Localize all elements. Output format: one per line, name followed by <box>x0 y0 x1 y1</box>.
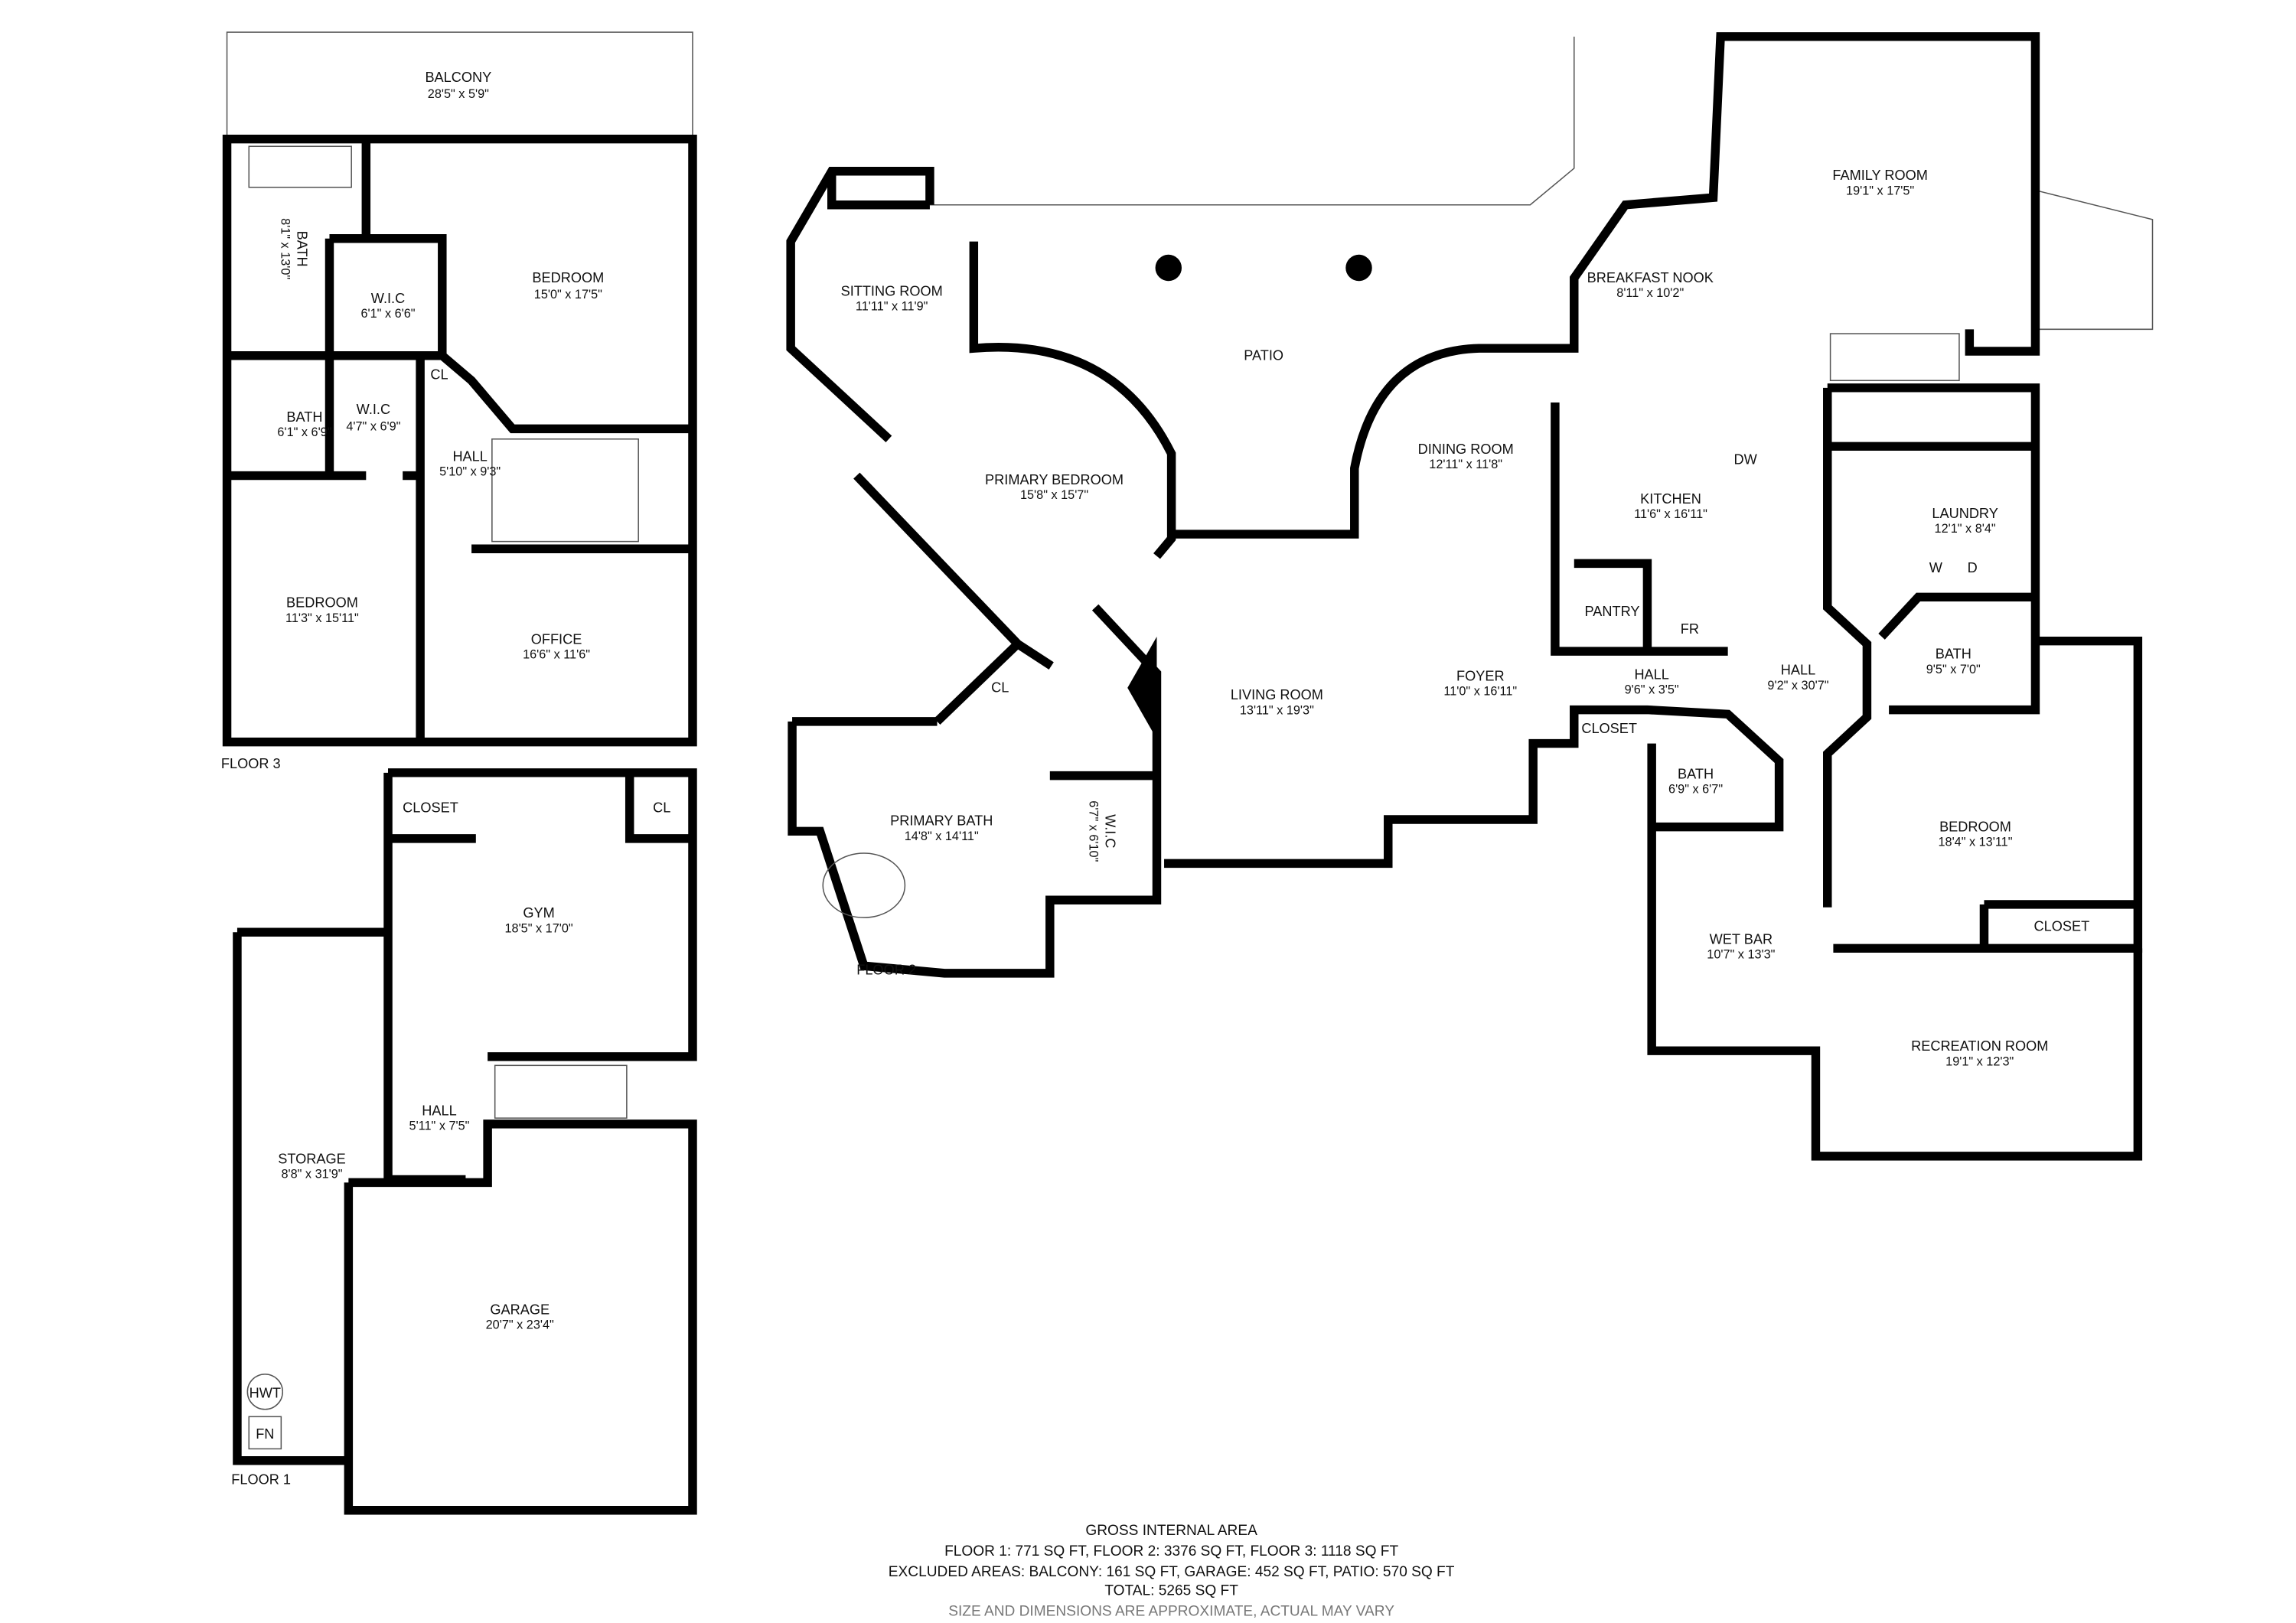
disclaimer: SIZE AND DIMENSIONS ARE APPROXIMATE, ACT… <box>948 1603 1394 1619</box>
room-name: RECREATION ROOM <box>1911 1038 2048 1054</box>
floor-2-plan <box>786 32 2154 1161</box>
room-dims: 9'6" x 3'5" <box>1625 683 1679 697</box>
room-dims: 6'1" x 6'9" <box>277 425 331 439</box>
room-dims: 5'10" x 9'3" <box>439 465 501 479</box>
room-name: PATIO <box>1244 347 1283 363</box>
furnace-label: FN <box>256 1426 274 1442</box>
floor-3-plan <box>222 31 697 747</box>
room-dims: 8'1" x 13'0" <box>278 218 292 279</box>
floor-1-plan <box>233 768 697 1515</box>
room-name: HALL <box>452 448 487 464</box>
room-dims: 18'4" x 13'11" <box>1939 835 2013 849</box>
room-name: BEDROOM <box>532 270 604 285</box>
room-dims: 6'9" x 6'7" <box>1668 783 1723 797</box>
room-name: DINING ROOM <box>1418 442 1514 457</box>
room-name: BATH <box>286 409 322 425</box>
area-excluded: EXCLUDED AREAS: BALCONY: 161 SQ FT, GARA… <box>889 1564 1455 1580</box>
room-dims: 8'11" x 10'2" <box>1616 286 1684 300</box>
water-heater-label: HWT <box>249 1385 281 1400</box>
room-dims: 28'5" x 5'9" <box>428 87 489 101</box>
room-name: SITTING ROOM <box>841 283 943 298</box>
room-name: PRIMARY BEDROOM <box>985 472 1124 487</box>
pillar <box>1155 254 1182 282</box>
room-dims: 19'1" x 17'5" <box>1846 184 1914 197</box>
room-name: LAUNDRY <box>1932 506 1998 521</box>
room-dims: 18'5" x 17'0" <box>505 921 573 935</box>
room-name: HALL <box>1781 663 1815 678</box>
room-name: STORAGE <box>278 1151 345 1166</box>
room-name: GYM <box>523 905 554 921</box>
room-dims: 12'1" x 8'4" <box>1935 522 1996 536</box>
dishwasher-label: DW <box>1733 451 1757 467</box>
room-dims: 6'1" x 6'6" <box>360 307 415 321</box>
fireplace-wall <box>1127 636 1157 739</box>
room-name: FOYER <box>1456 668 1505 683</box>
room-name: CLOSET <box>403 800 458 815</box>
room-name: PANTRY <box>1585 604 1640 619</box>
room-name: OFFICE <box>531 632 582 647</box>
room-name: BEDROOM <box>286 595 358 611</box>
room-dims: 6'7" x 6'10" <box>1086 800 1100 862</box>
pillar <box>1345 254 1372 282</box>
room-name: BATH <box>1678 766 1714 781</box>
room-dims: 20'7" x 23'4" <box>486 1318 554 1332</box>
room-dims: 11'6" x 16'11" <box>1634 507 1707 521</box>
floor-label: FLOOR 3 <box>221 756 281 771</box>
room-name: CLOSET <box>1581 721 1637 736</box>
room-name: WET BAR <box>1710 932 1773 947</box>
room-dims: 5'11" x 7'5" <box>409 1119 470 1133</box>
washer-label: W <box>1929 560 1943 575</box>
room-name: BEDROOM <box>1939 819 2011 834</box>
room-name: FAMILY ROOM <box>1832 168 1927 183</box>
room-dims: 9'2" x 30'7" <box>1767 679 1828 693</box>
room-dims: 11'11" x 11'9" <box>856 299 928 313</box>
room-dims: 13'11" x 19'3" <box>1240 703 1314 717</box>
dryer-label: D <box>1968 560 1978 575</box>
room-name: CL <box>653 800 670 815</box>
floor-label: FLOOR 1 <box>231 1471 291 1487</box>
room-name: CL <box>991 680 1009 696</box>
area-title: GROSS INTERNAL AREA <box>1085 1523 1257 1539</box>
room-name: HALL <box>422 1103 456 1118</box>
room-dims: 16'6" x 11'6" <box>523 648 590 662</box>
room-dims: 11'0" x 16'11" <box>1443 684 1517 698</box>
room-name: BREAKFAST NOOK <box>1587 270 1714 285</box>
room-dims: 10'7" x 13'3" <box>1707 948 1775 962</box>
room-name: CL <box>430 367 448 382</box>
room-dims: 4'7" x 6'9" <box>346 419 400 433</box>
room-name: KITCHEN <box>1640 491 1701 507</box>
area-total: TOTAL: 5265 SQ FT <box>1104 1583 1238 1599</box>
room-name: GARAGE <box>490 1302 550 1317</box>
room-dims: 8'8" x 31'9" <box>281 1168 342 1181</box>
room-dims: 12'11" x 11'8" <box>1429 458 1502 471</box>
room-name: CLOSET <box>2034 918 2090 934</box>
room-name: BALCONY <box>425 70 491 85</box>
room-name: W.I.C <box>1103 814 1118 848</box>
room-name: HALL <box>1634 666 1668 682</box>
area-floors: FLOOR 1: 771 SQ FT, FLOOR 2: 3376 SQ FT,… <box>944 1543 1398 1559</box>
room-dims: 15'0" x 17'5" <box>534 288 602 301</box>
room-dims: 15'8" x 15'7" <box>1020 488 1088 502</box>
room-name: BATH <box>294 231 309 267</box>
room-name: W.I.C <box>371 291 405 306</box>
room-dims: 19'1" x 12'3" <box>1945 1054 2014 1068</box>
room-dims: 11'3" x 15'11" <box>285 611 359 625</box>
room-name: PRIMARY BATH <box>890 813 993 829</box>
room-name: LIVING ROOM <box>1231 687 1323 702</box>
room-name: BATH <box>1936 647 1971 662</box>
fridge-label: FR <box>1681 621 1699 637</box>
room-dims: 14'8" x 14'11" <box>905 829 979 843</box>
floor-label: FLOOR 2 <box>856 963 916 978</box>
room-name: W.I.C <box>357 402 390 417</box>
room-dims: 9'5" x 7'0" <box>1926 663 1981 676</box>
